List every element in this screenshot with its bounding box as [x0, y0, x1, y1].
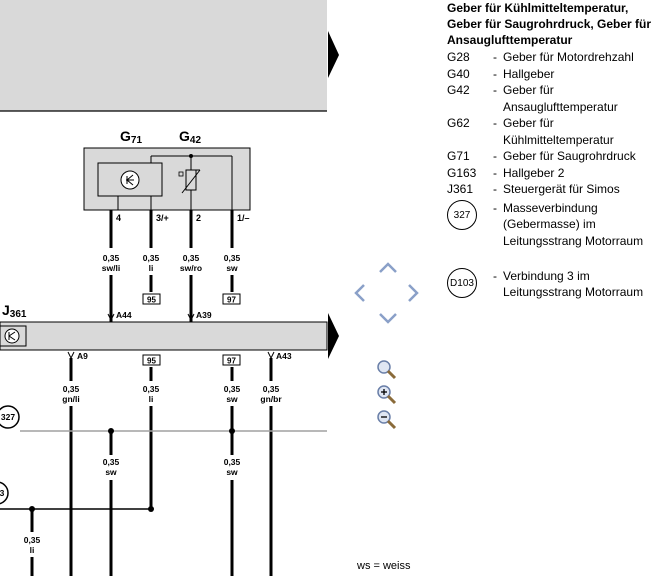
- splice-wire-2-color: sw: [226, 467, 238, 477]
- ground-point-327-label: 327: [1, 412, 15, 422]
- legend-item: J361 -Steuergerät für Simos: [447, 181, 652, 198]
- g71-label: G71: [120, 128, 142, 146]
- legend-desc: Verbindung 3 im Leitungsstrang Motorraum: [503, 268, 644, 300]
- upper-wire-3-color: sw/ro: [180, 263, 202, 273]
- upper-wire-4-color: sw: [226, 263, 238, 273]
- connection-point-symbol: D103: [447, 267, 477, 298]
- legend-code: G42: [447, 83, 470, 97]
- ground-point-lower-label: 3: [0, 488, 5, 498]
- lower-terminal-95: 95: [147, 357, 156, 366]
- legend-circle-item: D103 -Verbindung 3 im Leitungsstrang Moto…: [447, 267, 652, 301]
- lower-wire-4-color: gn/br: [260, 394, 282, 404]
- legend-desc: Steuergerät für Simos: [503, 182, 620, 196]
- legend-dash: -: [493, 149, 497, 163]
- upper-wire-1-gauge: 0,35: [103, 253, 120, 263]
- zoom-in-icon[interactable]: [376, 384, 398, 406]
- legend-dash: -: [493, 200, 497, 215]
- control-unit-icon: [4, 328, 20, 344]
- legend-dash: -: [493, 50, 497, 64]
- legend-code: G71: [447, 149, 470, 163]
- splice-wire-2-gauge: 0,35: [224, 457, 241, 467]
- lower-wire-2-gauge: 0,35: [143, 384, 160, 394]
- legend-desc: Geber für Kühlmitteltemperatur: [503, 116, 614, 147]
- legend-desc: Geber für Motordrehzahl: [503, 50, 634, 64]
- lower-wire-1-gauge: 0,35: [63, 384, 80, 394]
- ground-point-lower: [0, 481, 9, 505]
- upper-terminal-95: 95: [147, 296, 156, 305]
- upper-pin-3: 2: [196, 213, 201, 223]
- lower-wire-4-gauge: 0,35: [263, 384, 280, 394]
- legend-dash: -: [493, 182, 497, 196]
- upper-pin-1: 4: [116, 213, 121, 223]
- upper-pin-4: 1/–: [237, 213, 250, 223]
- legend-dash: -: [493, 268, 497, 283]
- pressure-sensor-icon: [120, 170, 140, 190]
- legend-desc: Hallgeber 2: [503, 165, 565, 180]
- upper-wire-4-gauge: 0,35: [224, 253, 241, 263]
- ground-point-symbol: 327: [447, 199, 477, 230]
- legend-dash: -: [493, 66, 497, 81]
- legend-title: Geber für Kühlmitteltemperatur, Geber fü…: [447, 1, 652, 47]
- upper-wire-1-color: sw/li: [102, 263, 120, 273]
- legend-item: G42 -Geber für Ansauglufttemperatur: [447, 82, 652, 115]
- legend-item: G28 -Geber für Motordrehzahl: [447, 49, 652, 66]
- legend-item: G71 -Geber für Saugrohrdruck: [447, 148, 652, 165]
- legend-item: G40 -Hallgeber: [447, 66, 652, 83]
- component-legend: Geber für Kühlmitteltemperatur, Geber fü…: [447, 0, 652, 301]
- upper-wire-3-gauge: 0,35: [183, 253, 200, 263]
- arrow-down-icon[interactable]: [378, 312, 398, 324]
- legend-code: G62: [447, 116, 470, 130]
- zoom-out-icon[interactable]: [376, 409, 398, 431]
- legend-circle-item: 327 -Masseverbindung (Gebermasse) im Leit…: [447, 199, 652, 266]
- legend-desc: Hallgeber: [503, 66, 555, 81]
- legend-code: G28: [447, 50, 470, 64]
- legend-item: G62 -Geber für Kühlmitteltemperatur: [447, 115, 652, 148]
- legend-desc: Geber für Ansauglufttemperatur: [503, 83, 618, 114]
- connector-a39: A39: [196, 310, 212, 320]
- legend-code: G163: [447, 165, 477, 180]
- g42-label: G42: [179, 128, 201, 146]
- arrow-right-icon[interactable]: [407, 283, 419, 303]
- zoom-fit-icon[interactable]: [376, 359, 398, 381]
- next-section-arrow-bottom[interactable]: [328, 313, 339, 359]
- legend-desc: Geber für Saugrohrdruck: [503, 149, 636, 163]
- ground-point-327: [0, 405, 20, 429]
- splice-wire-1-color: sw: [105, 467, 117, 477]
- connector-a43: A43: [276, 351, 292, 361]
- splice-wire-3-gauge: 0,35: [24, 535, 41, 545]
- color-abbreviation-note: ws = weiss: [357, 560, 411, 572]
- connector-a9: A9: [77, 351, 88, 361]
- j361-control-unit: [0, 321, 328, 351]
- upper-panel: [0, 0, 327, 111]
- upper-terminal-97: 97: [227, 296, 236, 305]
- lower-wire-3-gauge: 0,35: [224, 384, 241, 394]
- legend-desc: Masseverbindung (Gebermasse) im Leitungs…: [503, 200, 644, 248]
- upper-wire-2-gauge: 0,35: [143, 253, 160, 263]
- upper-wire-2-color: li: [149, 263, 154, 273]
- legend-dash: -: [493, 116, 497, 130]
- lower-wire-1-color: gn/li: [62, 394, 79, 404]
- legend-item: G163 -Hallgeber 2: [447, 165, 652, 182]
- splice-wire-3-color: li: [30, 545, 35, 555]
- legend-code: G40: [447, 66, 470, 81]
- lower-terminal-97: 97: [227, 357, 236, 366]
- connector-a44: A44: [116, 310, 132, 320]
- arrow-up-icon[interactable]: [378, 262, 398, 274]
- legend-dash: -: [493, 83, 497, 97]
- legend-code: J361: [447, 182, 474, 196]
- legend-dash: -: [493, 165, 497, 180]
- splice-wire-1-gauge: 0,35: [103, 457, 120, 467]
- j361-label: J361: [2, 302, 27, 320]
- arrow-left-icon[interactable]: [354, 283, 366, 303]
- lower-wire-3-color: sw: [226, 394, 238, 404]
- next-section-arrow-top[interactable]: [328, 31, 339, 78]
- upper-pin-2: 3/+: [156, 213, 169, 223]
- lower-wire-2-color: li: [149, 394, 154, 404]
